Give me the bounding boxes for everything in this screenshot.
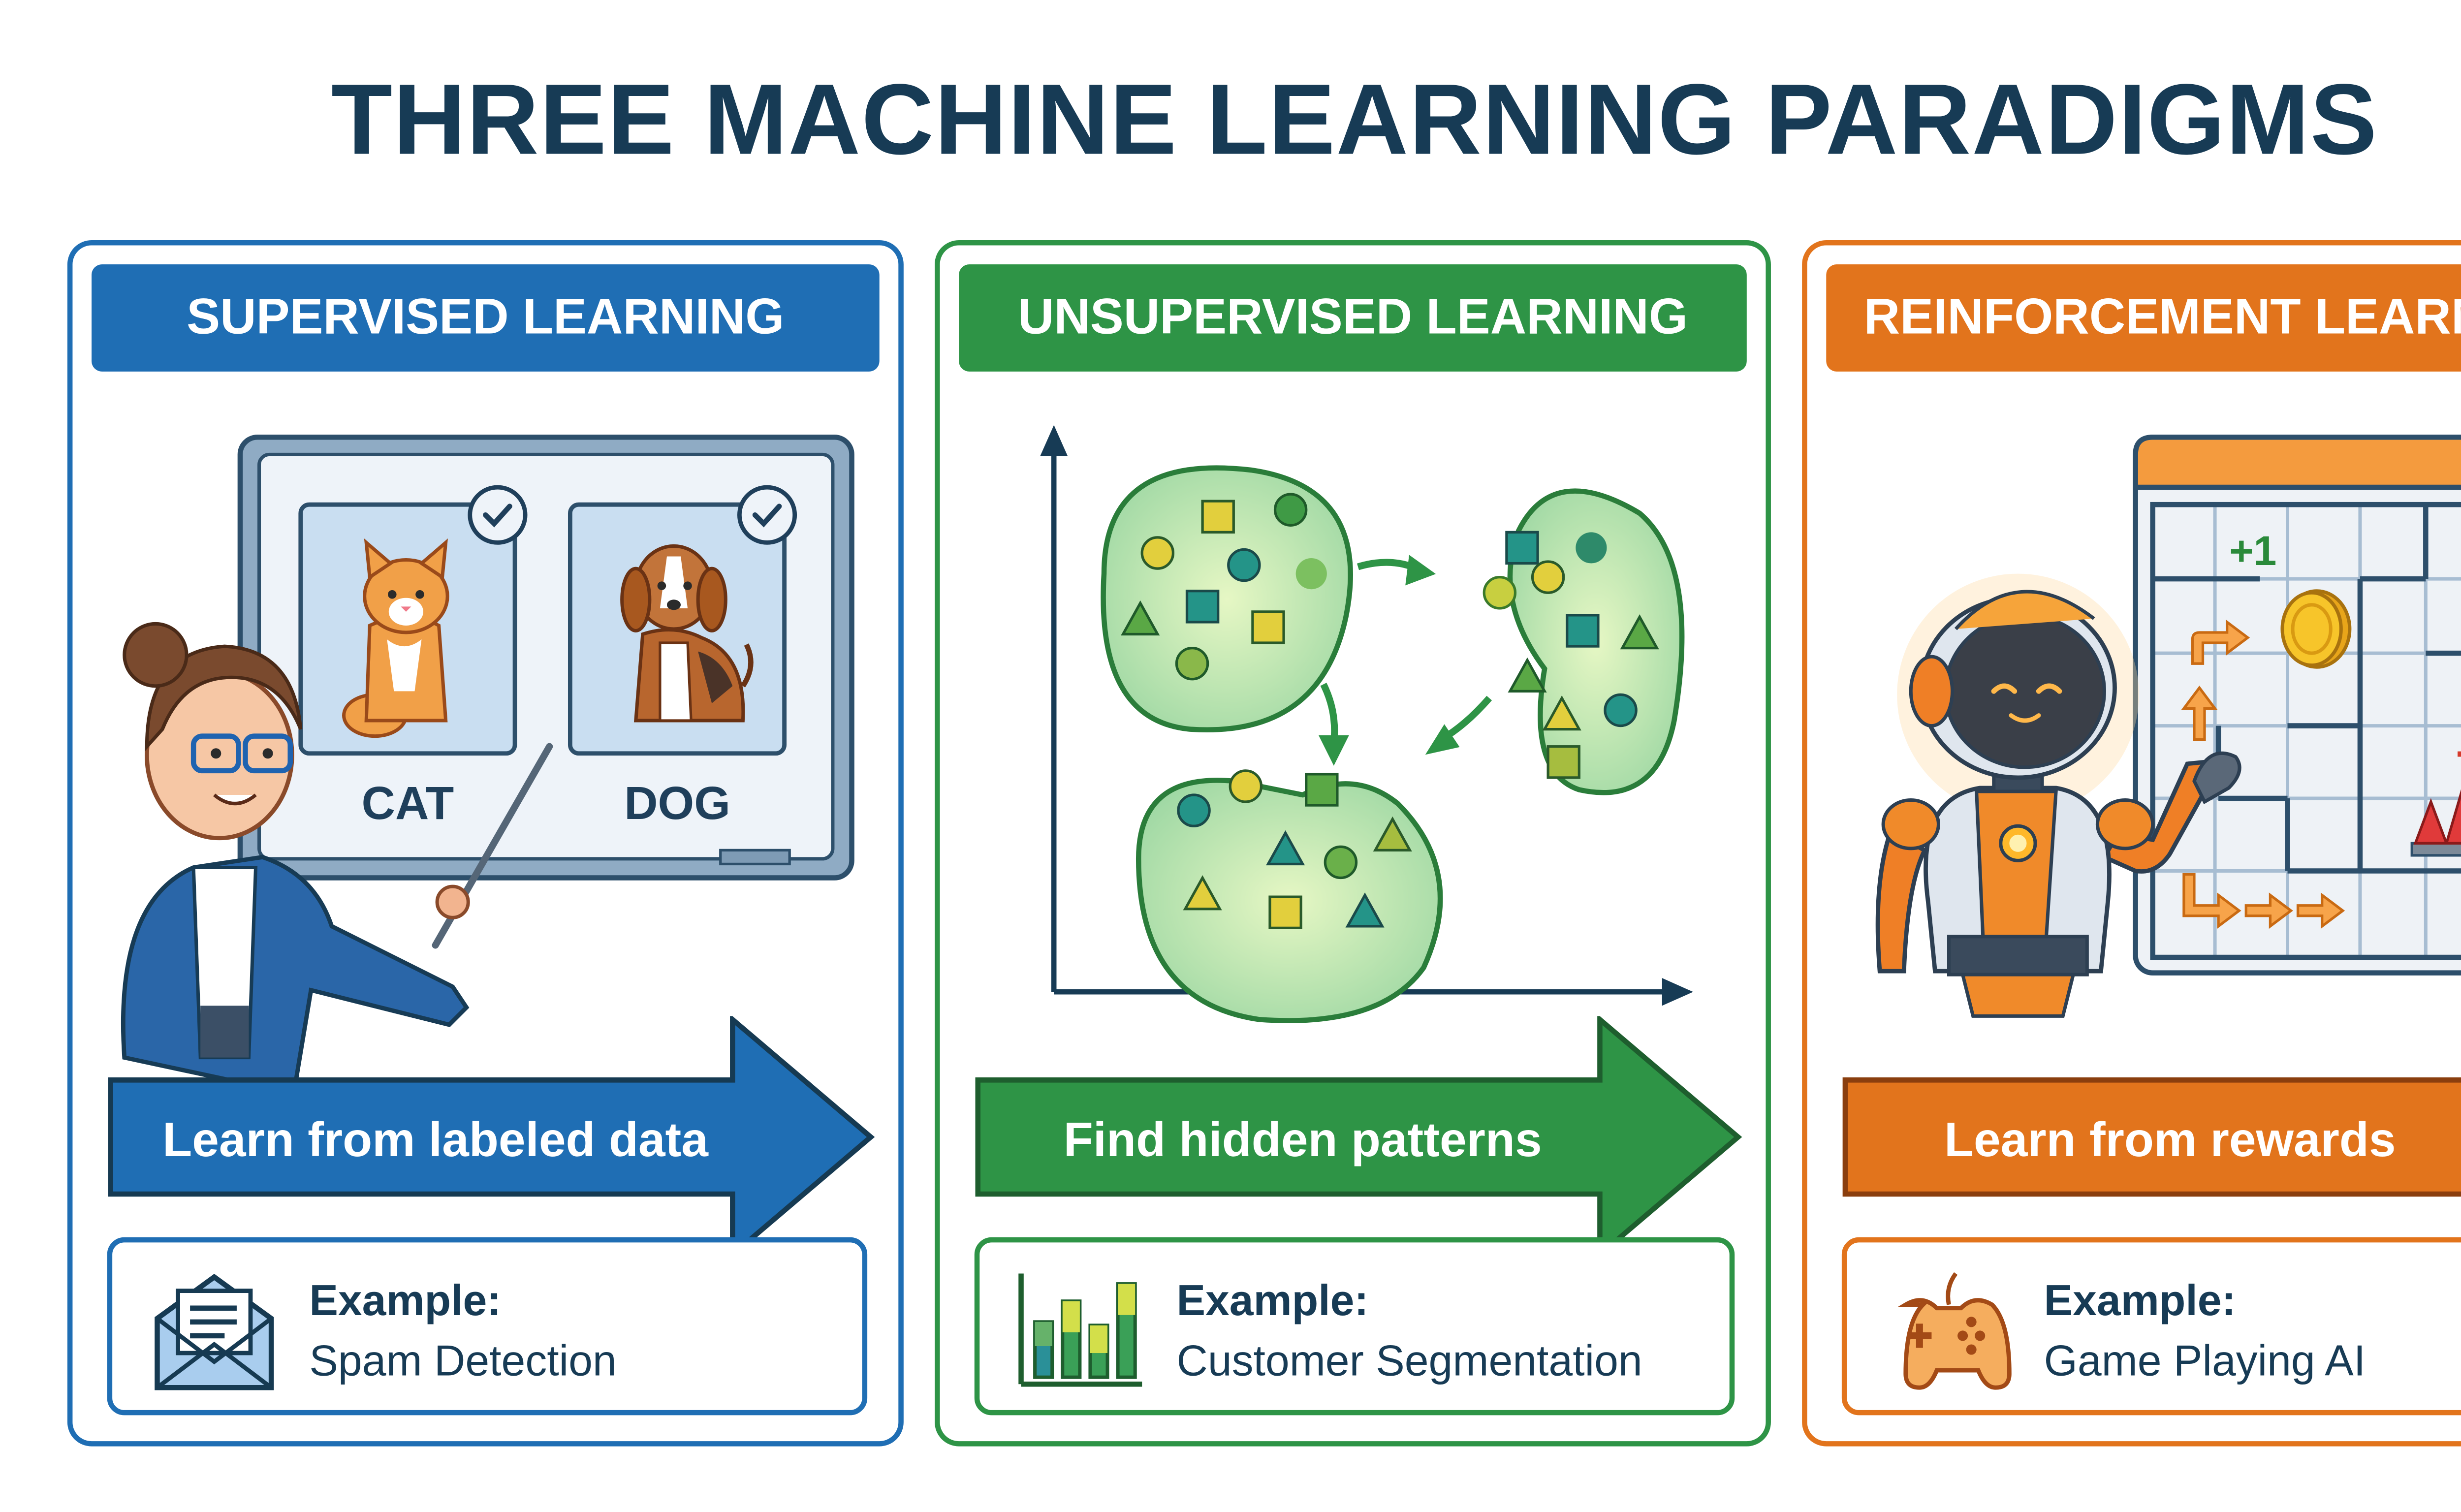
panel-supervised: SUPERVISED LEARNING xyxy=(67,240,904,1447)
cluster-flow-arrows xyxy=(1318,555,1492,766)
banner-arrow-reinforcement xyxy=(1842,1077,2461,1197)
reward-negative: -1 xyxy=(2456,725,2461,775)
example-value-supervised: Spam Detection xyxy=(309,1337,617,1386)
path-arrows xyxy=(2181,619,2345,929)
banner-arrow-supervised xyxy=(108,1016,875,1258)
example-label: Example: xyxy=(1176,1277,1369,1325)
example-label: Example: xyxy=(309,1277,502,1325)
cluster-c xyxy=(1136,769,1443,1023)
banner-arrow-unsupervised xyxy=(975,1016,1742,1258)
clusters-illustration xyxy=(1040,425,1693,1023)
banner-text-supervised: Learn from labeled data xyxy=(162,1113,708,1166)
panel-reinforcement: REINFORCEMENT LEARNING _ □ ✕ xyxy=(1802,240,2461,1447)
example-label: Example: xyxy=(2044,1277,2236,1325)
gamepad-icon xyxy=(1897,1272,2012,1390)
cat-card xyxy=(298,485,528,756)
panel-header-reinforcement: REINFORCEMENT LEARNING xyxy=(1826,264,2461,372)
bar-chart-icon xyxy=(1018,1273,1142,1387)
spikes-icon xyxy=(2410,789,2461,857)
check-icon xyxy=(483,504,512,528)
label-cat: CAT xyxy=(362,777,454,829)
game-window: _ □ ✕ xyxy=(2133,434,2461,976)
check-icon xyxy=(752,504,782,528)
coin-icon xyxy=(2280,589,2352,669)
example-value-unsupervised: Customer Segmentation xyxy=(1176,1337,1642,1386)
page-title: THREE MACHINE LEARNING PARADIGMS xyxy=(331,63,2378,177)
supervised-illustration: CAT DOG xyxy=(121,434,854,1097)
dog-card xyxy=(568,485,797,756)
envelope-icon xyxy=(155,1274,274,1390)
teacher-figure xyxy=(121,622,553,1097)
example-box-reinforcement: Example: Game Playing AI xyxy=(1841,1237,2461,1416)
minimize-icon[interactable]: _ xyxy=(2449,449,2461,488)
example-box-supervised: Example: Spam Detection xyxy=(107,1237,868,1416)
panel-header-unsupervised: UNSUPERVISED LEARNING xyxy=(959,264,1747,372)
example-box-unsupervised: Example: Customer Segmentation xyxy=(974,1237,1735,1416)
robot-figure xyxy=(1875,573,2241,1018)
banner-text-unsupervised: Find hidden patterns xyxy=(1063,1113,1542,1166)
reward-positive: +1 xyxy=(2229,528,2276,574)
cluster-b xyxy=(1483,488,1685,795)
cat-icon xyxy=(342,538,449,738)
reinforcement-illustration: _ □ ✕ xyxy=(1875,434,2461,1018)
maze-walls xyxy=(2150,502,2461,960)
label-dog: DOG xyxy=(624,777,730,829)
cluster-a xyxy=(1101,465,1353,732)
example-value-reinforcement: Game Playing AI xyxy=(2044,1337,2366,1386)
panel-unsupervised: UNSUPERVISED LEARNING xyxy=(935,240,1771,1447)
banner-text-reinforcement: Learn from rewards xyxy=(1944,1113,2396,1166)
panel-header-supervised: SUPERVISED LEARNING xyxy=(92,264,880,372)
dog-icon xyxy=(620,544,754,723)
